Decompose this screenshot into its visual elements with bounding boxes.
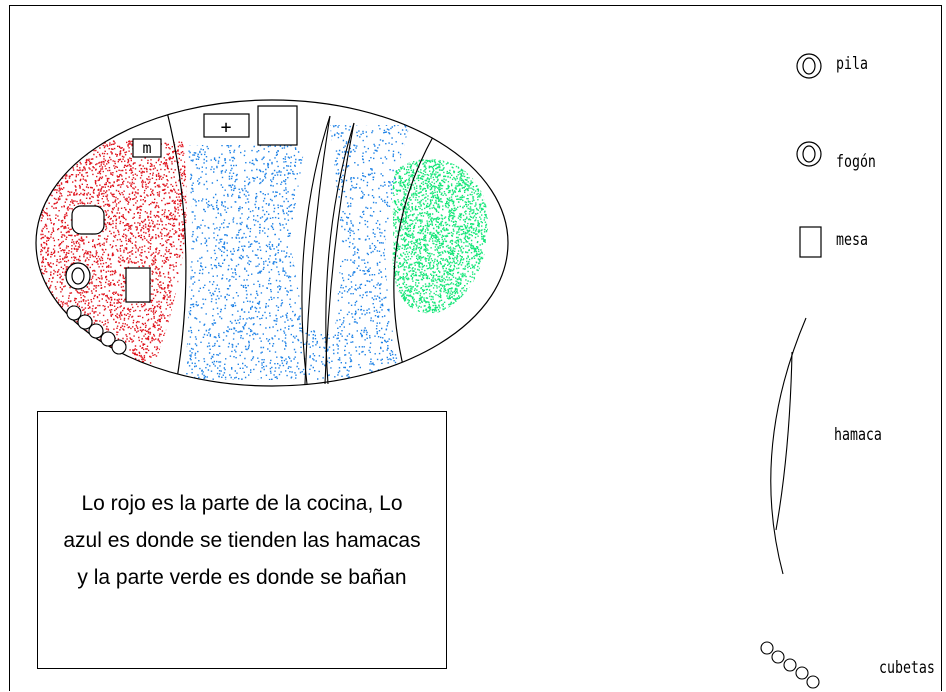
hammock-line-icon (304, 115, 331, 385)
table-icon (125, 267, 151, 303)
legend-pila-icon (796, 53, 822, 79)
table-icon (132, 138, 162, 158)
legend-hamaca-icon (770, 317, 807, 575)
legend-label-mesa: mesa (836, 230, 868, 250)
legend-label-hamaca: hamaca (834, 425, 882, 445)
cubetas-icon (66, 305, 127, 355)
bath-divider (393, 134, 435, 386)
fogon-icon (71, 205, 105, 235)
hammock-line-icon (324, 122, 355, 385)
cross-glyph: + (221, 117, 232, 138)
hammock-line-icon (325, 122, 355, 385)
kitchen-divider (165, 107, 187, 386)
legend-label-cubetas: cubetas (879, 658, 935, 678)
legend-fogon-icon (796, 141, 822, 167)
m-glyph: m (142, 139, 151, 157)
table-icon (203, 113, 250, 138)
table-icon (257, 105, 298, 146)
house-outline (35, 99, 509, 387)
page-frame (9, 5, 942, 691)
legend-cubetas-icon (760, 641, 820, 689)
hammock-zone (185, 125, 410, 380)
caption-box: Lo rojo es la parte de la cocina, Lo azu… (37, 411, 447, 669)
legend-mesa-icon (799, 226, 822, 258)
bath-zone (392, 158, 488, 314)
legend-label-pila: pila (836, 54, 868, 74)
caption-text: Lo rojo es la parte de la cocina, Lo azu… (63, 491, 421, 589)
hammock-line-icon (301, 115, 331, 385)
pila-icon (65, 262, 91, 290)
legend-label-fogon: fogón (836, 152, 876, 172)
